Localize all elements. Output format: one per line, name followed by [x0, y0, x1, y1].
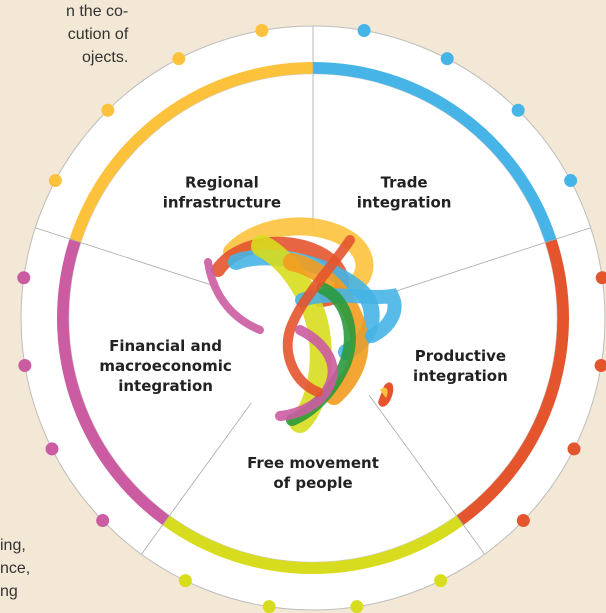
ring-arc-infrastructure — [69, 62, 313, 243]
rim-dot-financial — [45, 442, 59, 456]
rim-dot-financial — [96, 514, 110, 528]
segment-label-line: Trade — [381, 174, 428, 192]
ribbon-stroke — [282, 235, 355, 397]
rim-dot-infrastructure — [255, 24, 269, 38]
rim-dot-financial — [17, 271, 31, 285]
segment-label-trade: Trade integration — [357, 174, 452, 212]
rim-dot-people — [350, 600, 364, 613]
segment-label-financial: Financial and macroeconomic integration — [99, 337, 231, 395]
segment-label-infrastructure: Regional infrastructure — [163, 174, 281, 212]
ring-arc-productive — [456, 238, 569, 526]
rim-dot-productive — [594, 358, 606, 372]
rim-dot-people — [262, 600, 276, 613]
intro-line: ojects. — [82, 49, 129, 66]
rim-dot-infrastructure — [172, 52, 186, 66]
footer-paragraph-fragment: ing, nce, ng — [0, 534, 30, 603]
ribbon-stroke — [204, 258, 264, 334]
segment-label-line: Financial and — [109, 337, 222, 355]
segment-label-people: Free movement of people — [247, 454, 379, 492]
rim-dot-infrastructure — [48, 174, 62, 188]
segment-label-line: macroeconomic — [99, 357, 231, 375]
ring-arc-financial — [57, 238, 170, 526]
madagascar-accent — [380, 387, 388, 398]
ribbon-stroke — [283, 253, 369, 405]
intro-line: cution of — [67, 26, 129, 43]
footer-line: ing, — [0, 537, 26, 554]
rim-dot-people — [434, 574, 448, 588]
segment-label-line: infrastructure — [163, 194, 281, 212]
rim-dot-financial — [18, 358, 32, 372]
footer-line: ng — [0, 583, 18, 600]
rim-dot-productive — [516, 514, 530, 528]
rim-dot-productive — [567, 442, 581, 456]
rim-dot-trade — [440, 52, 454, 66]
wheel-color-ring — [57, 62, 569, 574]
inner-boundary — [68, 73, 558, 563]
intro-line: n the co- — [66, 3, 129, 20]
segment-label-line: integration — [357, 194, 452, 212]
segment-label-line: of people — [273, 474, 352, 492]
ring-arc-trade — [313, 62, 557, 243]
intro-paragraph-fragment: n the co- cution of ojects. — [66, 0, 128, 69]
segment-label-line: integration — [118, 377, 213, 395]
segment-label-line: Productive — [415, 347, 506, 365]
ribbon-stroke — [275, 325, 338, 421]
rim-dot-trade — [357, 24, 371, 38]
wheel-dots — [17, 24, 606, 613]
segment-label-productive: Productive integration — [413, 347, 508, 385]
rim-dot-infrastructure — [101, 103, 115, 117]
rim-dot-productive — [595, 271, 606, 285]
africa-ribbon-logo — [204, 217, 402, 433]
footer-line: nce, — [0, 560, 31, 577]
segment-label-line: Regional — [185, 174, 259, 192]
segment-label-line: integration — [413, 367, 508, 385]
rim-dot-trade — [511, 103, 525, 117]
segment-label-line: Free movement — [247, 454, 379, 472]
ring-arc-people — [162, 515, 464, 574]
rim-dot-trade — [564, 174, 578, 188]
rim-dot-people — [178, 574, 192, 588]
